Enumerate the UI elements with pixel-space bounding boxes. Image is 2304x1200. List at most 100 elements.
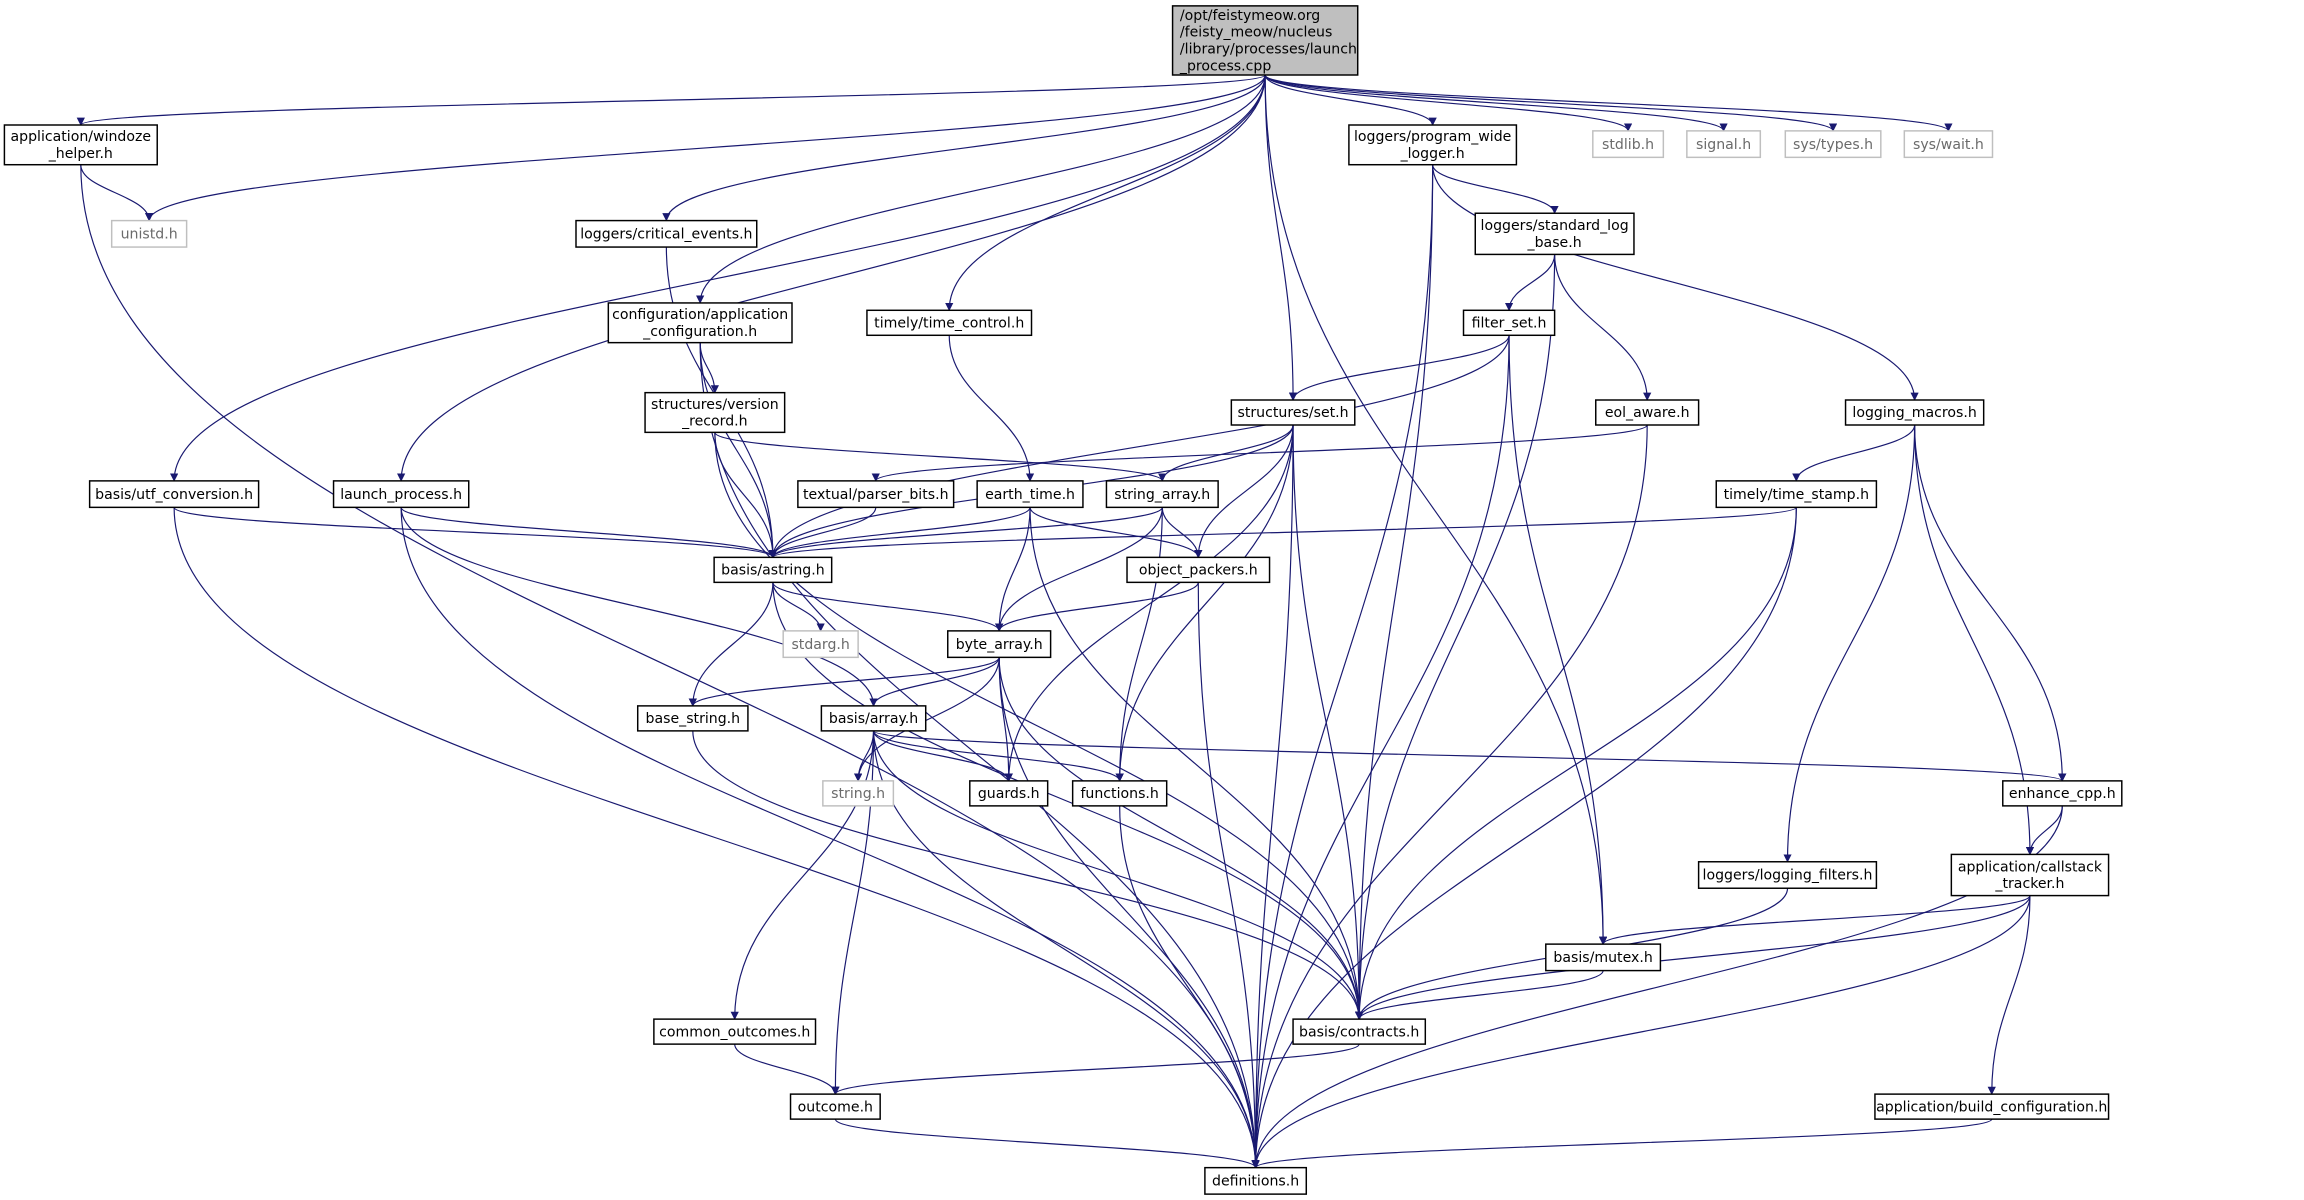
node-basestr[interactable]: base_string.h	[636, 705, 749, 732]
node-box[interactable]	[636, 705, 749, 732]
node-appconfig[interactable]: configuration/application_configuration.…	[607, 302, 793, 344]
node-pwlogger[interactable]: loggers/program_wide_logger.h	[1348, 124, 1518, 166]
node-box[interactable]	[1462, 309, 1556, 337]
node-callstack[interactable]: application/callstack_tracker.h	[1950, 853, 2110, 897]
node-box[interactable]	[1784, 130, 1882, 159]
edge-callstack-to-contracts	[1355, 895, 2031, 1020]
node-label: basis/array.h	[829, 711, 918, 727]
node-outcome[interactable]: outcome.h	[789, 1093, 881, 1120]
node-box[interactable]	[88, 480, 260, 509]
node-box[interactable]	[1950, 853, 2110, 897]
node-box[interactable]	[1230, 399, 1356, 426]
node-box[interactable]	[1292, 1018, 1427, 1045]
node-signal[interactable]: signal.h	[1686, 130, 1762, 159]
node-critical[interactable]: loggers/critical_events.h	[575, 219, 758, 248]
edge-root-to-stdlib	[1264, 74, 1633, 132]
node-box[interactable]	[713, 556, 833, 584]
node-box[interactable]	[1697, 861, 1878, 889]
node-timestamp[interactable]: timely/time_stamp.h	[1715, 480, 1878, 509]
edge-set-to-definitions	[1251, 424, 1294, 1169]
node-logmacros[interactable]: logging_macros.h	[1844, 399, 1985, 426]
node-eol[interactable]: eol_aware.h	[1595, 399, 1700, 426]
node-systypes[interactable]: sys/types.h	[1784, 130, 1882, 159]
node-windoze[interactable]: application/windoze_helper.h	[3, 124, 158, 166]
node-box[interactable]	[1903, 130, 1994, 159]
node-guards[interactable]: guards.h	[969, 780, 1049, 807]
node-strarr[interactable]: string_array.h	[1105, 480, 1219, 509]
node-box[interactable]	[969, 780, 1049, 807]
node-box[interactable]	[1844, 399, 1985, 426]
node-box[interactable]	[1715, 480, 1878, 509]
edge-version-to-astring	[714, 432, 778, 559]
edge-appconfig-to-version	[699, 342, 719, 394]
edge-root-to-appconfig	[696, 74, 1266, 304]
node-box[interactable]	[782, 630, 859, 659]
node-bytearr[interactable]: byte_array.h	[947, 630, 1052, 659]
node-root[interactable]: /opt/feistymeow.org/feisty_meow/nucleus/…	[1171, 5, 1359, 76]
node-box[interactable]	[1686, 130, 1762, 159]
node-stdarg[interactable]: stdarg.h	[782, 630, 859, 659]
node-box[interactable]	[947, 630, 1052, 659]
node-stdlib[interactable]: stdlib.h	[1592, 130, 1665, 159]
node-box[interactable]	[866, 309, 1033, 337]
node-label: basis/contracts.h	[1299, 1024, 1419, 1040]
node-contracts[interactable]: basis/contracts.h	[1292, 1018, 1427, 1045]
node-buildconf[interactable]: application/build_configuration.h	[1874, 1093, 2110, 1120]
node-box[interactable]	[820, 705, 927, 732]
node-label: functions.h	[1080, 786, 1158, 802]
node-enhance[interactable]: enhance_cpp.h	[2002, 780, 2123, 807]
node-unistd[interactable]: unistd.h	[110, 219, 188, 248]
node-box[interactable]	[1474, 212, 1635, 256]
node-box[interactable]	[2002, 780, 2123, 807]
node-box[interactable]	[575, 219, 758, 248]
edge-appconfig-to-definitions	[699, 342, 1260, 1169]
node-box[interactable]	[1171, 5, 1359, 76]
node-box[interactable]	[822, 780, 895, 807]
node-box[interactable]	[1545, 943, 1662, 972]
node-box[interactable]	[789, 1093, 881, 1120]
node-version[interactable]: structures/version_record.h	[644, 391, 786, 434]
node-parser[interactable]: textual/parser_bits.h	[797, 480, 955, 509]
node-box[interactable]	[1874, 1093, 2110, 1120]
node-label: structures/set.h	[1238, 405, 1349, 421]
node-label: _tracker.h	[1994, 876, 2064, 892]
node-logfilters[interactable]: loggers/logging_filters.h	[1697, 861, 1878, 889]
node-box[interactable]	[644, 391, 786, 434]
node-box[interactable]	[607, 302, 793, 344]
node-array[interactable]: basis/array.h	[820, 705, 927, 732]
node-box[interactable]	[653, 1018, 817, 1045]
node-box[interactable]	[1595, 399, 1700, 426]
node-box[interactable]	[1348, 124, 1518, 166]
node-commonout[interactable]: common_outcomes.h	[653, 1018, 817, 1045]
node-set[interactable]: structures/set.h	[1230, 399, 1356, 426]
node-filterset[interactable]: filter_set.h	[1462, 309, 1556, 337]
edge-timecontrol-to-earth	[948, 335, 1035, 482]
node-box[interactable]	[797, 480, 955, 509]
node-box[interactable]	[332, 480, 470, 509]
node-box[interactable]	[1204, 1166, 1308, 1195]
node-definitions[interactable]: definitions.h	[1204, 1166, 1308, 1195]
edge-set-to-objpack	[1194, 424, 1294, 559]
node-functions[interactable]: functions.h	[1071, 780, 1168, 807]
node-launchh[interactable]: launch_process.h	[332, 480, 470, 509]
node-syswait[interactable]: sys/wait.h	[1903, 130, 1994, 159]
node-utf[interactable]: basis/utf_conversion.h	[88, 480, 260, 509]
node-timecontrol[interactable]: timely/time_control.h	[866, 309, 1033, 337]
node-box[interactable]	[1071, 780, 1168, 807]
node-box[interactable]	[1126, 556, 1271, 584]
node-astring[interactable]: basis/astring.h	[713, 556, 833, 584]
node-box[interactable]	[110, 219, 188, 248]
node-mutex[interactable]: basis/mutex.h	[1545, 943, 1662, 972]
node-box[interactable]	[3, 124, 158, 166]
node-label: eol_aware.h	[1605, 405, 1690, 421]
edge-pwlogger-to-definitions	[1251, 164, 1434, 1169]
node-objpack[interactable]: object_packers.h	[1126, 556, 1271, 584]
node-box[interactable]	[1592, 130, 1665, 159]
node-label: string_array.h	[1114, 487, 1210, 503]
node-earth[interactable]: earth_time.h	[976, 480, 1084, 509]
edge-objpack-to-bytearr	[995, 582, 1199, 632]
node-box[interactable]	[976, 480, 1084, 509]
node-stdlog[interactable]: loggers/standard_log_base.h	[1474, 212, 1635, 256]
node-box[interactable]	[1105, 480, 1219, 509]
node-stringh[interactable]: string.h	[822, 780, 895, 807]
